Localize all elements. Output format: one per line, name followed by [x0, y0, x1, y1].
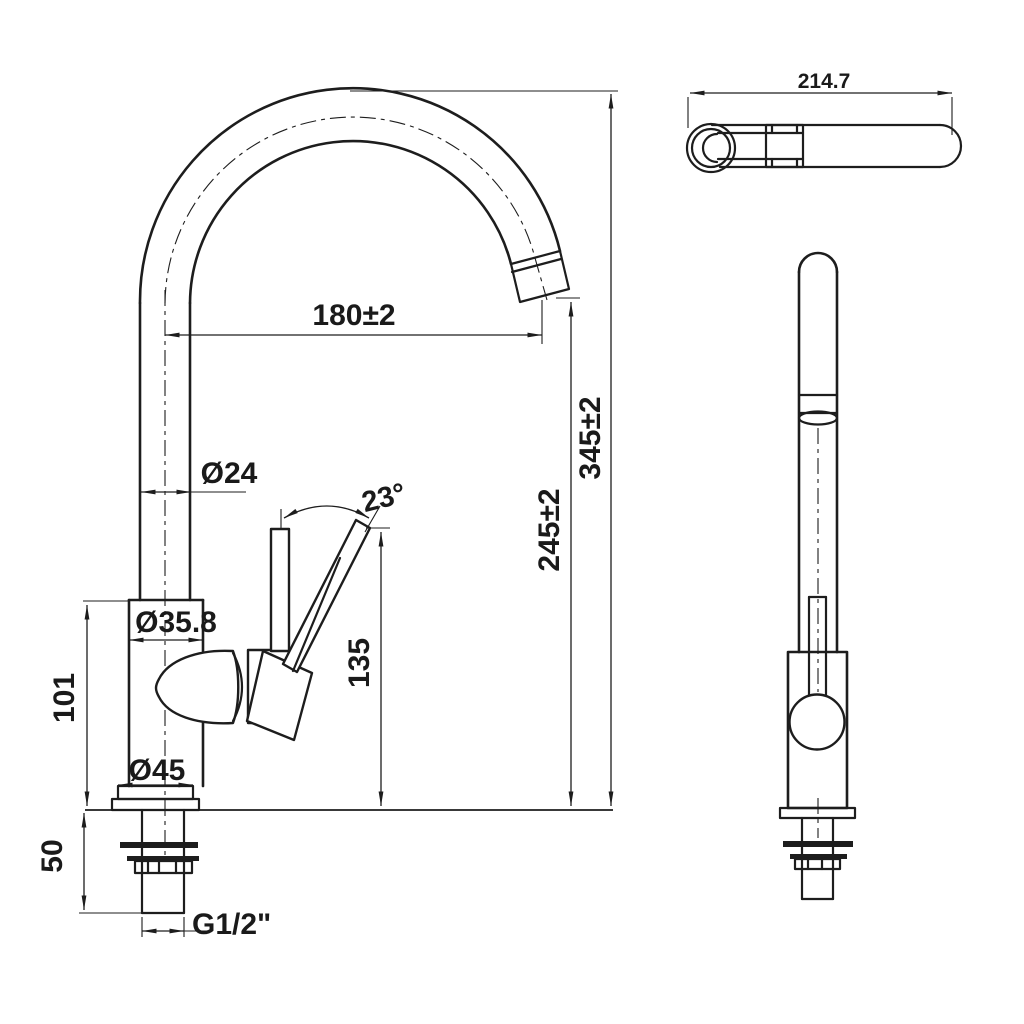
dim-label-body-diameter: Ø35.8 [135, 606, 217, 639]
flange-lower [110, 797, 201, 812]
handle-top-outline [764, 123, 805, 169]
faucet-body [127, 598, 205, 788]
side-handle [807, 595, 828, 698]
flange-upper [116, 784, 195, 801]
inlet-shank [120, 808, 199, 915]
dome-ring [231, 651, 243, 723]
dim-label-total-height: 345±2 [574, 396, 607, 479]
dim-label-inlet-thread: G1/2" [192, 908, 271, 941]
dim-handle-top-height: 135 [343, 527, 390, 806]
lever-upright [269, 527, 291, 653]
dim-tube-diameter: Ø24 [141, 457, 258, 495]
base-circle-inner [690, 127, 732, 169]
side-shank [783, 816, 853, 901]
dim-body-height: 101 [48, 600, 129, 806]
tube-bend-arc [701, 132, 719, 164]
base-flange [110, 784, 201, 812]
dim-handle-angle: 23° [280, 477, 409, 533]
dim-under-counter-depth: 50 [36, 813, 145, 914]
valve-dome [154, 649, 240, 725]
dim-base-diameter: Ø45 [118, 754, 193, 788]
base-circle-outer [685, 122, 737, 174]
dim-overall-width: 214.7 [687, 70, 953, 135]
dim-body-diameter: Ø35.8 [129, 606, 217, 643]
side-mounting-nut [793, 857, 842, 871]
dim-label-body-height: 101 [48, 673, 81, 723]
lever-tilted [281, 518, 372, 674]
spout-inner-arc [188, 139, 513, 305]
top-view-outline [685, 122, 963, 174]
dim-label-spout-height: 245±2 [533, 488, 566, 571]
dim-total-height: 345±2 [350, 90, 618, 806]
dim-spout-height: 245±2 [533, 297, 580, 806]
rubber-gasket [127, 856, 199, 861]
side-base-flange [778, 806, 857, 820]
side-rubber-gasket [790, 854, 847, 859]
dim-label-spout-reach: 180±2 [312, 299, 395, 332]
dim-label-base-diameter: Ø45 [129, 754, 186, 787]
dim-label-overall-width: 214.7 [798, 70, 851, 93]
handle-assembly [154, 518, 372, 742]
dim-spout-reach: 180±2 [165, 299, 543, 344]
spout-arc-centerline [164, 116, 548, 304]
top-view: 214.7 [685, 70, 963, 174]
aerator-joint-line [510, 257, 563, 274]
dim-inlet-thread: G1/2" [141, 908, 271, 941]
mounting-nut [133, 859, 194, 875]
handle-pivot-circle [788, 693, 846, 751]
spout-end-cap [938, 123, 963, 169]
aerator-tip [509, 249, 571, 304]
side-body [778, 650, 857, 820]
front-view: 180±2 345±2 245±2 Ø24 23° Ø35.8 [36, 86, 618, 941]
dim-label-handle-top-height: 135 [343, 638, 376, 688]
mounting-washer [120, 842, 198, 848]
side-mounting-washer [783, 841, 853, 847]
side-spout-column [797, 251, 839, 654]
front-centerlines [164, 116, 548, 862]
dim-label-tube-diameter: Ø24 [201, 457, 258, 490]
gooseneck-spout [138, 86, 571, 602]
spout-cap-arc [797, 251, 839, 274]
angle-arc [283, 505, 370, 519]
joint-lip-ellipse [797, 410, 839, 426]
lever-inner-line [291, 556, 342, 673]
dim-label-handle-angle: 23° [359, 477, 409, 519]
side-view [778, 251, 857, 901]
dim-label-under-counter-depth: 50 [36, 839, 69, 872]
spout-outer-arc [138, 86, 562, 305]
